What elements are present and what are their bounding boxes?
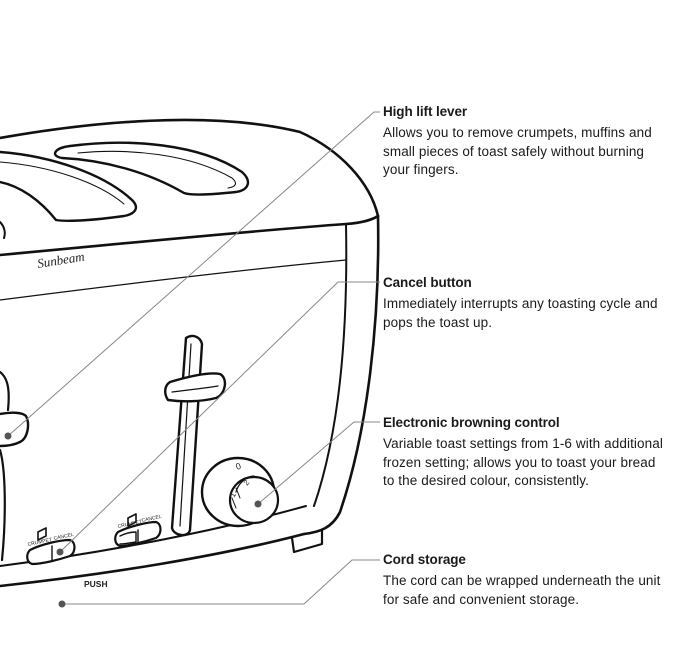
leader-dot-browning [254,500,262,508]
bread-slot-back [53,141,250,196]
leader-line-cord [62,559,380,605]
leader-line-browning [257,421,380,505]
dial-mark-2: 2 [242,478,252,488]
toaster-trim-line [0,259,347,301]
high-lift-lever[interactable] [164,372,227,403]
callout-description: Variable toast settings from 1-6 with ad… [383,436,663,488]
bread-slot-front [0,150,138,222]
callout-cord-storage: Cord storage The cord can be wrapped und… [383,551,668,609]
toaster-base [0,532,306,588]
toaster-front-top-edge [0,214,380,257]
crumpet-label-left: CRUMPET [27,537,52,548]
cancel-label-right: CANCEL [141,514,162,524]
leader-line-lever [7,111,380,437]
toaster-foot [290,528,324,554]
callout-cancel-button: Cancel button Immediately interrupts any… [383,274,668,332]
browning-dial[interactable] [200,456,280,528]
lever-slot [170,334,204,537]
callout-description: The cord can be wrapped underneath the u… [383,573,661,607]
brand-logo: Sunbeam [36,249,85,271]
callout-browning-control: Electronic browning control Variable toa… [383,414,668,491]
dial-mark-1: 1 [228,490,238,499]
callout-description: Allows you to remove crumpets, muffins a… [383,125,652,177]
push-label: PUSH [84,579,108,589]
callout-description: Immediately interrupts any toasting cycl… [383,296,658,330]
cancel-label-left: CANCEL [53,532,74,542]
callout-title: Cancel button [383,275,472,290]
button-group-left [26,538,76,566]
high-lift-lever-left [0,411,30,448]
leader-dot-lever [4,432,12,440]
toaster-side-panel [302,214,380,536]
leader-dot-cord [58,600,66,608]
callout-title: Electronic browning control [383,415,560,430]
callout-title: Cord storage [383,552,466,567]
toaster-top-surface [0,118,380,218]
leader-dot-cancel [56,548,64,556]
callout-high-lift-lever: High lift lever Allows you to remove cru… [383,103,668,180]
leader-line-cancel [59,281,380,553]
crumpet-label-right: CRUMPET [117,519,142,530]
dial-mark-0: 0 [234,461,242,472]
callout-title: High lift lever [383,104,468,119]
crumpet-button[interactable] [119,531,137,545]
